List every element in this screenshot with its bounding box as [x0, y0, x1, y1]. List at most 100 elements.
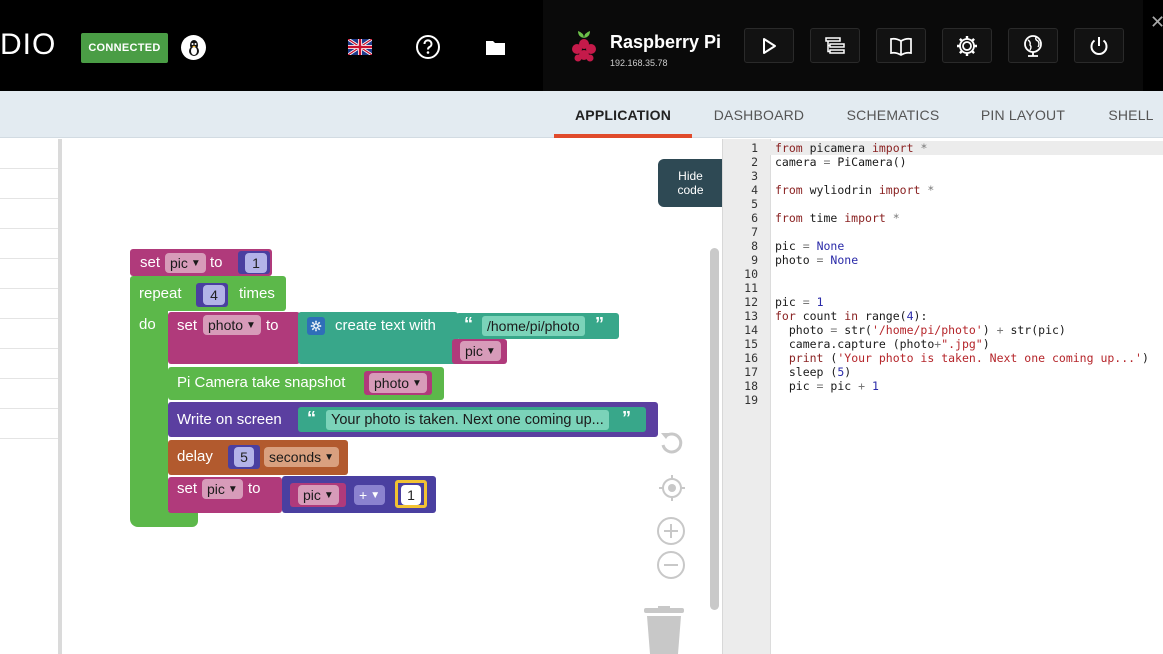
zoom-out-icon[interactable]	[656, 550, 686, 580]
delay-unit-dropdown[interactable]: seconds▼	[264, 447, 340, 467]
text-field[interactable]: /home/pi/photo	[482, 316, 585, 336]
line-number: 12	[744, 295, 758, 309]
block-keyword: set	[177, 317, 198, 334]
block-toolbox	[0, 139, 62, 654]
toolbox-category[interactable]	[0, 169, 58, 199]
toolbox-category[interactable]	[0, 229, 58, 259]
tab-dashboard[interactable]: DASHBOARD	[713, 106, 805, 123]
block-label: create text with	[335, 317, 436, 334]
recenter-icon[interactable]	[657, 473, 687, 503]
settings-button[interactable]	[942, 28, 992, 63]
connection-status-badge[interactable]: CONNECTED	[81, 33, 168, 63]
code-line[interactable]: 17 sleep (5)	[723, 365, 1163, 379]
delay-value-field[interactable]: 5	[234, 447, 254, 467]
line-number: 4	[751, 183, 758, 197]
block-label: delay	[177, 448, 213, 465]
raspberry-pi-logo-icon	[569, 28, 599, 64]
zoom-in-icon[interactable]	[656, 516, 686, 546]
tasks-button[interactable]	[810, 28, 860, 63]
list-tree-icon	[825, 36, 845, 54]
tab-pin-layout[interactable]: PIN LAYOUT	[980, 106, 1066, 123]
undo-icon[interactable]	[657, 428, 687, 458]
block-keyword: do	[139, 316, 156, 333]
code-line[interactable]: 8 pic = None	[723, 239, 1163, 253]
operator: +	[359, 487, 368, 503]
close-icon[interactable]: ✕	[1150, 12, 1163, 32]
code-text: photo = None	[775, 253, 859, 267]
code-line[interactable]: 18 pic = pic + 1	[723, 379, 1163, 393]
toolbox-category[interactable]	[0, 289, 58, 319]
trash-icon[interactable]	[642, 606, 686, 654]
run-button[interactable]	[744, 28, 794, 63]
help-icon[interactable]	[413, 32, 443, 62]
block-keyword: to	[266, 317, 279, 334]
code-text: camera.capture (photo+".jpg")	[775, 337, 990, 351]
line-number: 19	[744, 393, 758, 407]
block-keyword: to	[210, 254, 223, 271]
line-number: 8	[751, 239, 758, 253]
toolbox-category[interactable]	[0, 319, 58, 349]
language-flag-icon[interactable]	[345, 32, 375, 62]
variable-name: photo	[374, 375, 410, 391]
tab-application[interactable]: APPLICATION	[554, 91, 692, 138]
code-line[interactable]: 15 camera.capture (photo+".jpg")	[723, 337, 1163, 351]
code-line[interactable]: 19	[723, 393, 1163, 407]
top-bar: DIO CONNECTED Raspberry Pi 192.168.35.78	[0, 0, 1163, 91]
disconnect-button[interactable]	[1074, 28, 1124, 63]
code-text: from time import *	[775, 211, 900, 225]
number-field[interactable]: 1	[401, 485, 421, 505]
network-button[interactable]	[1008, 28, 1058, 63]
variable-dropdown[interactable]: photo▼	[203, 315, 261, 335]
variable-dropdown[interactable]: pic▼	[298, 485, 339, 505]
linux-icon[interactable]	[181, 35, 206, 60]
folder-icon[interactable]	[481, 32, 511, 62]
code-line[interactable]: 10	[723, 267, 1163, 281]
toolbox-category[interactable]	[0, 409, 58, 439]
code-line[interactable]: 16 print ('Your photo is taken. Next one…	[723, 351, 1163, 365]
toolbox-category[interactable]	[0, 349, 58, 379]
code-line[interactable]: 3	[723, 169, 1163, 183]
code-text: from wyliodrin import *	[775, 183, 935, 197]
docs-button[interactable]	[876, 28, 926, 63]
block-keyword: set	[140, 254, 161, 271]
text-field[interactable]: Your photo is taken. Next one coming up.…	[326, 410, 609, 430]
variable-dropdown[interactable]: pic▼	[165, 253, 206, 273]
play-icon	[763, 37, 776, 54]
code-line[interactable]: 14 photo = str('/home/pi/photo') + str(p…	[723, 323, 1163, 337]
toolbox-category[interactable]	[0, 199, 58, 229]
tab-schematics[interactable]: SCHEMATICS	[846, 106, 940, 123]
tab-shell[interactable]: SHELL	[1108, 106, 1154, 123]
workspace-scrollbar[interactable]	[710, 248, 719, 610]
toolbox-category[interactable]	[0, 139, 58, 169]
code-line[interactable]: 5	[723, 197, 1163, 211]
variable-name: photo	[208, 317, 244, 333]
code-line[interactable]: 11	[723, 281, 1163, 295]
code-text: pic = None	[775, 239, 845, 253]
device-name: Raspberry Pi	[610, 32, 722, 52]
code-line[interactable]: 7	[723, 225, 1163, 239]
variable-name: pic	[207, 481, 225, 497]
code-line[interactable]: 9 photo = None	[723, 253, 1163, 267]
hide-code-button[interactable]: Hide code	[658, 159, 723, 207]
variable-dropdown[interactable]: pic▼	[460, 341, 501, 361]
code-line[interactable]: 4 from wyliodrin import *	[723, 183, 1163, 197]
repeat-count-field[interactable]: 4	[203, 285, 225, 305]
book-icon	[890, 37, 912, 56]
toolbox-category[interactable]	[0, 259, 58, 289]
line-number: 9	[751, 253, 758, 267]
variable-dropdown[interactable]: photo▼	[369, 373, 427, 393]
code-text: sleep (5)	[775, 365, 852, 379]
operator-dropdown[interactable]: +▼	[354, 485, 386, 505]
toolbox-category[interactable]	[0, 379, 58, 409]
mutator-gear-icon[interactable]	[307, 317, 325, 335]
number-field[interactable]: 1	[245, 253, 267, 273]
variable-dropdown[interactable]: pic▼	[202, 479, 243, 499]
line-number: 15	[744, 337, 758, 351]
tab-bar: APPLICATION DASHBOARD SCHEMATICS PIN LAY…	[0, 91, 1163, 138]
